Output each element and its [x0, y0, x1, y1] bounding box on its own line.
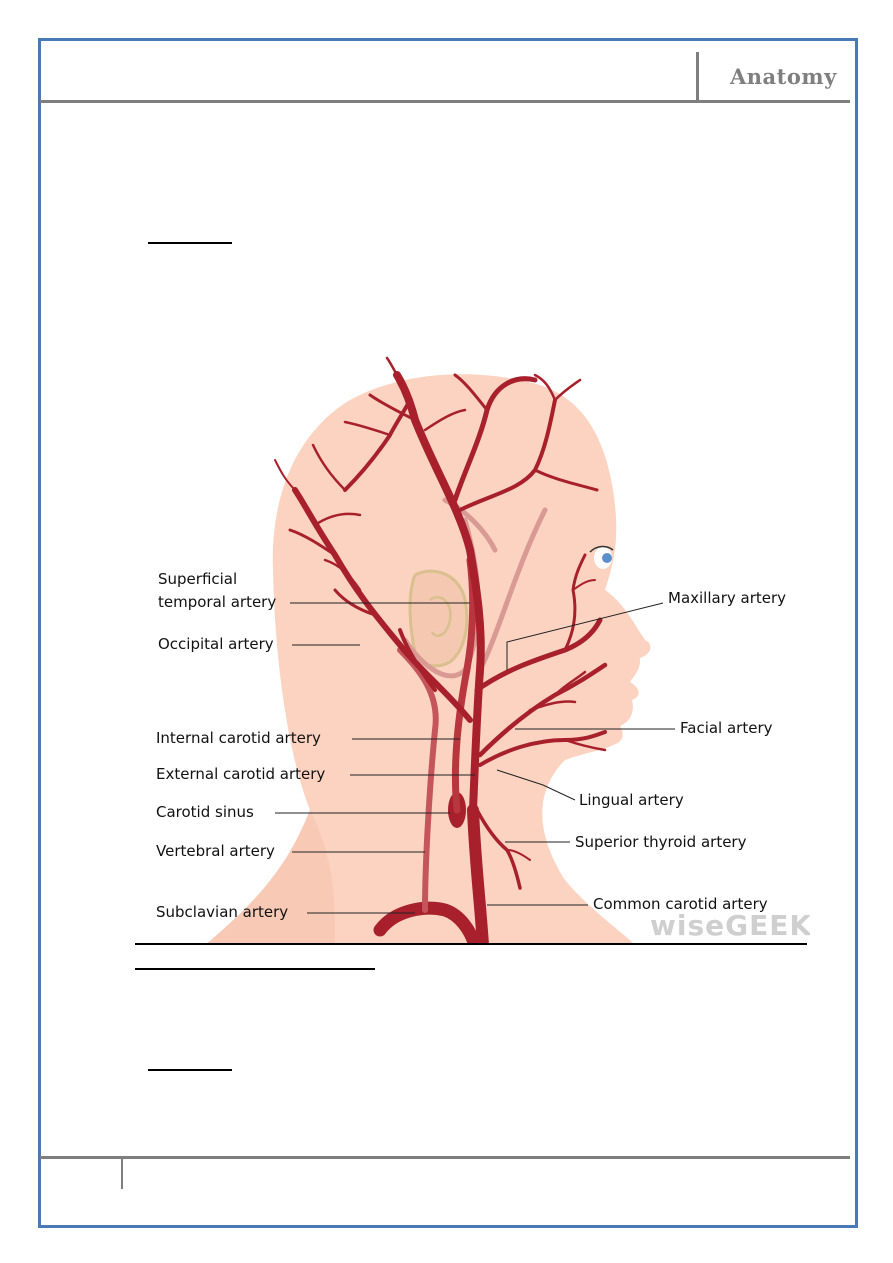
eye-iris	[602, 553, 612, 563]
leader-maxillary	[506, 602, 664, 670]
arteries	[274, 356, 608, 945]
label-internal-carotid: Internal carotid artery	[156, 729, 321, 747]
ear	[408, 569, 469, 668]
header-separator	[696, 52, 699, 100]
label-external-carotid: External carotid artery	[156, 765, 325, 783]
header-rule	[40, 100, 850, 103]
header-title: Anatomy	[730, 64, 837, 89]
label-subclavian: Subclavian artery	[156, 903, 288, 921]
caption-underline	[135, 968, 375, 970]
label-carotid-sinus: Carotid sinus	[156, 803, 254, 821]
label-facial: Facial artery	[680, 719, 773, 737]
ear-inner	[429, 595, 452, 637]
heading-underline-bottom	[148, 1069, 232, 1071]
footer-separator	[121, 1159, 123, 1189]
watermark: wiseGEEK	[650, 909, 810, 942]
figure-bottom-rule	[135, 943, 807, 945]
leader-lingual	[496, 769, 576, 801]
footer-rule	[40, 1156, 850, 1159]
label-superficial-temporal-2: temporal artery	[158, 593, 276, 611]
label-maxillary: Maxillary artery	[668, 589, 786, 607]
label-lingual: Lingual artery	[579, 791, 684, 809]
label-superficial-temporal-1: Superficial	[158, 570, 237, 588]
heading-underline-top	[148, 242, 232, 244]
label-occipital: Occipital artery	[158, 635, 274, 653]
figure-svg: Superficial temporal artery Occipital ar…	[156, 356, 810, 945]
page-border	[38, 38, 858, 1228]
neck-shade	[205, 810, 335, 945]
label-superior-thyroid: Superior thyroid artery	[575, 833, 747, 851]
label-common-carotid: Common carotid artery	[593, 895, 768, 913]
label-vertebral: Vertebral artery	[156, 842, 275, 860]
head-arteries-figure: Superficial temporal artery Occipital ar…	[135, 340, 810, 945]
